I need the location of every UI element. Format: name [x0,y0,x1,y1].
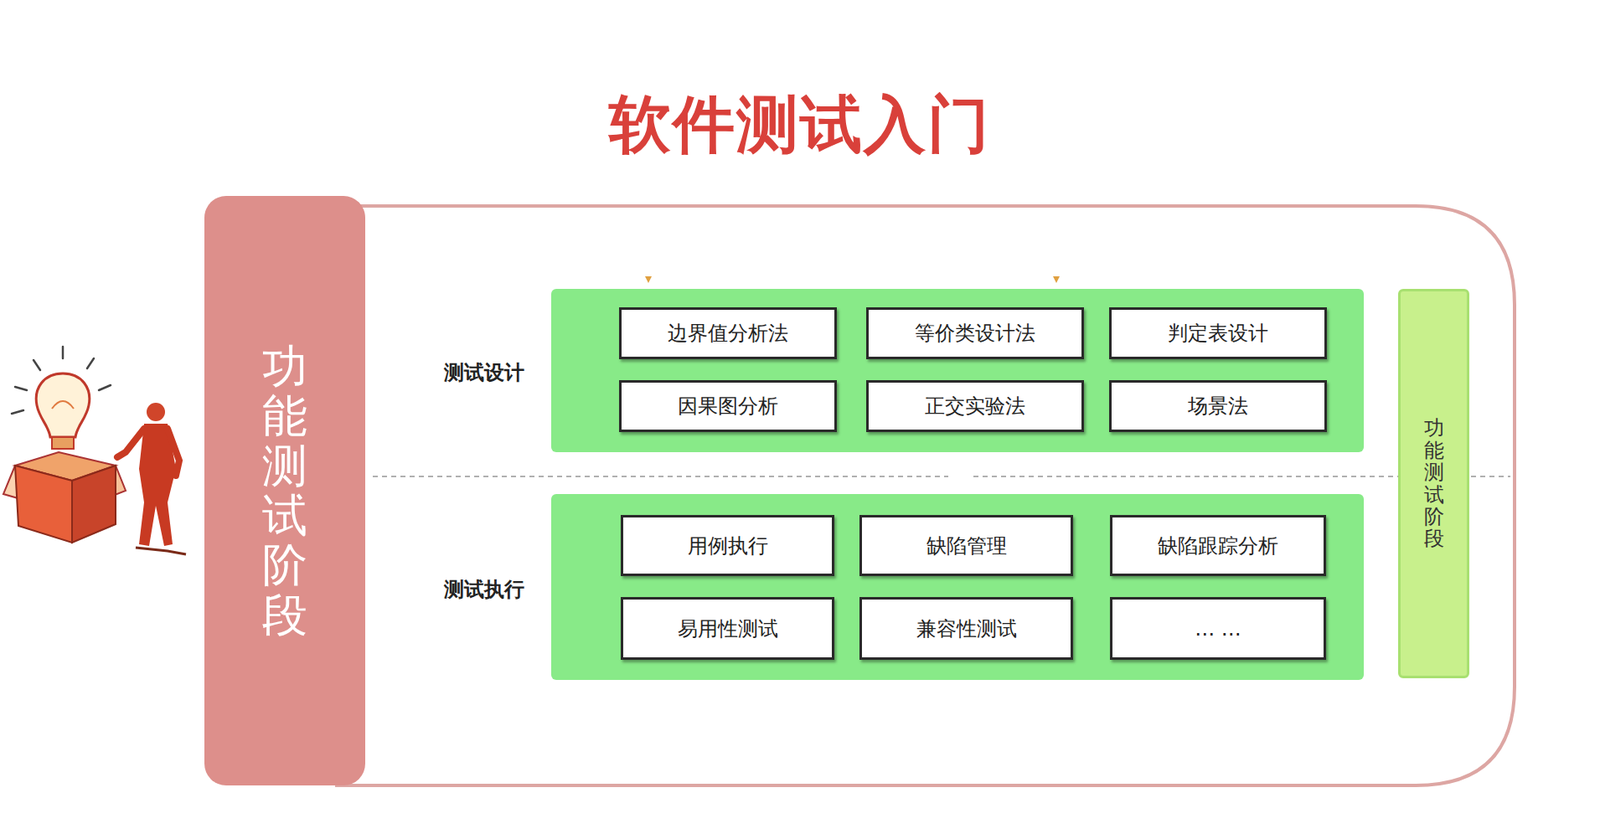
task-box: 缺陷跟踪分析 [1109,515,1327,577]
node-label: 因果图分析 [677,392,779,420]
node-label: 场景法 [1187,392,1249,420]
tick-mark [1052,276,1060,284]
group-panel: 测试执行用例执行缺陷管理缺陷跟踪分析易用性测试兼容性测试… … [551,494,1364,681]
task-box: 兼容性测试 [859,597,1074,661]
node-label: 判定表设计 [1167,320,1269,347]
method-box: 场景法 [1109,380,1327,433]
method-box: 等价类设计法 [866,307,1084,360]
stage-band: 功能测试阶段 [204,196,366,786]
group-panel: 测试设计边界值分析法等价类设计法判定表设计因果图分析正交实验法场景法 [551,289,1364,453]
method-box: 判定表设计 [1109,307,1327,360]
node-label: 功能测试阶段 [262,341,308,640]
divider-dashed [372,475,949,478]
method-box: 因果图分析 [619,380,837,433]
task-box: 易用性测试 [620,597,835,661]
node-label: 缺陷管理 [926,532,1007,560]
node-label: 用例执行 [687,532,769,560]
idea-illustration [3,346,186,555]
node-label: 功能测试阶段 [1424,417,1445,550]
node-label: 正交实验法 [924,392,1026,420]
task-box: … … [1109,597,1327,661]
group-label: 测试设计 [443,359,525,387]
tick-mark [645,276,652,284]
method-box: 边界值分析法 [619,307,837,360]
task-box: 缺陷管理 [859,515,1074,577]
task-box: 用例执行 [620,515,835,577]
node-label: … … [1194,617,1242,641]
node-label: 等价类设计法 [914,320,1036,347]
page-title: 软件测试入门 [0,83,1600,168]
node-label: 易用性测试 [677,615,779,643]
node-label: 边界值分析法 [667,320,789,347]
node-label: 缺陷跟踪分析 [1157,532,1279,560]
group-label: 测试执行 [443,576,525,604]
node-label: 兼容性测试 [916,615,1017,643]
stage-side-band: 功能测试阶段 [1398,289,1470,679]
method-box: 正交实验法 [866,380,1084,433]
outer-outline [335,206,1515,786]
